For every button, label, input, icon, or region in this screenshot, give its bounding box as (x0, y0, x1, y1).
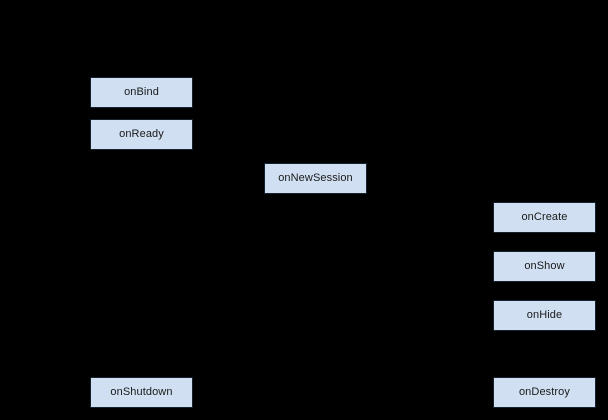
node-on-destroy[interactable]: onDestroy (493, 377, 596, 408)
node-label: onNewSession (278, 172, 353, 184)
node-label: onCreate (521, 211, 568, 223)
node-label: onReady (119, 128, 164, 140)
node-on-show[interactable]: onShow (493, 251, 596, 282)
node-label: onHide (526, 309, 563, 321)
node-label: onDestroy (518, 386, 571, 398)
node-on-shutdown[interactable]: onShutdown (90, 377, 193, 408)
node-label: onShow (524, 260, 565, 272)
node-on-ready[interactable]: onReady (90, 119, 193, 150)
node-on-bind[interactable]: onBind (90, 77, 193, 108)
node-label: onShutdown (110, 386, 173, 398)
node-on-create[interactable]: onCreate (493, 202, 596, 233)
node-on-hide[interactable]: onHide (493, 300, 596, 331)
node-on-new-session[interactable]: onNewSession (264, 163, 367, 194)
node-label: onBind (124, 86, 159, 98)
